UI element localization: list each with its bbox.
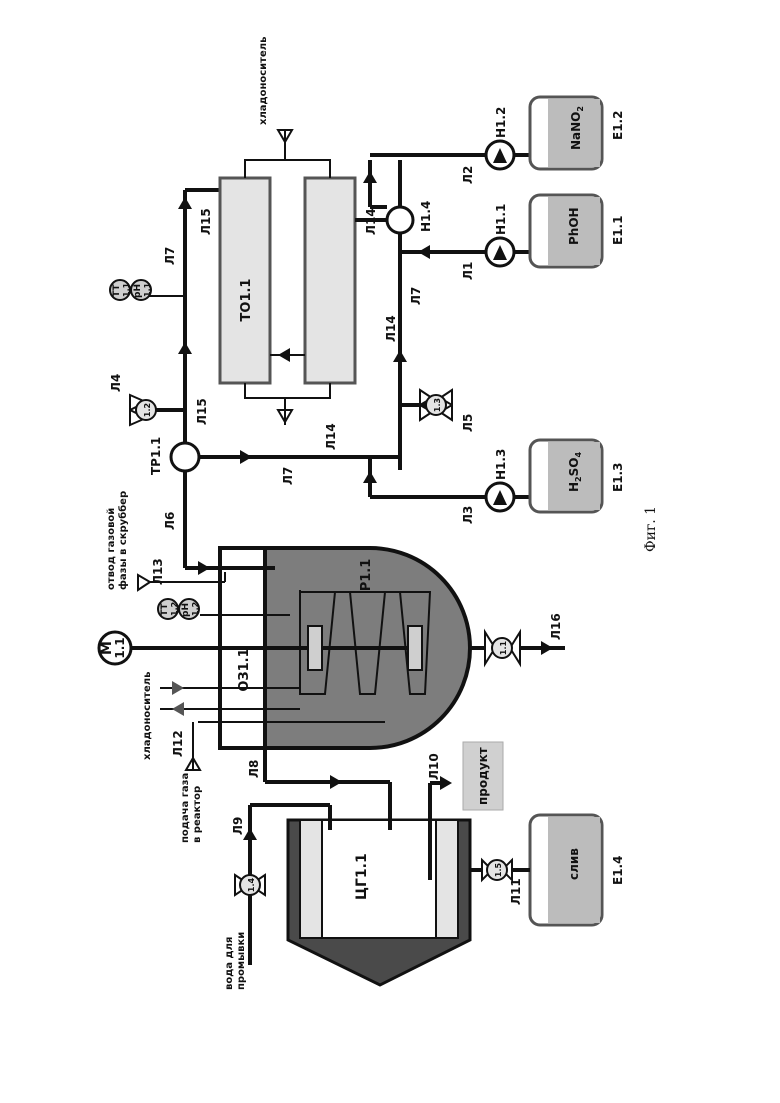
tank-e13-content: H2SO4 (567, 452, 583, 492)
coolant-out-arrow (172, 702, 184, 716)
agitator-blade (308, 626, 322, 670)
line-label-l14-bottom: Л14 (324, 423, 338, 450)
wash-label-line1: вода для (224, 937, 235, 990)
line-label-l7-mid: Л7 (281, 467, 295, 485)
pump-h14-label: Н1.4 (419, 201, 433, 232)
tt-number: 1.2 (170, 602, 179, 616)
line-label-l14-top: Л14 (364, 208, 378, 235)
tank-e11-id: Е1.1 (611, 216, 625, 245)
tank-e12-content: NaNO2 (569, 106, 585, 150)
line-label-l8: Л8 (247, 760, 261, 778)
coolant-label-reactor: хладоноситель (142, 672, 153, 760)
tank-e11 (530, 195, 602, 267)
centrifuge-label: ЦГ1.1 (354, 853, 370, 900)
ph-number: 1.1 (143, 282, 152, 297)
instrument-tt-ph-12: TT 1.2 pH 1.2 (158, 599, 200, 619)
tt-number: 1.1 (122, 282, 131, 297)
line-label-l3: Л3 (461, 506, 475, 524)
tee-label: ТР1.1 (149, 437, 163, 475)
tank-e13-id: Е1.3 (611, 463, 625, 492)
valve-14-label: 1.4 (247, 877, 256, 892)
line-label-l15-top: Л15 (199, 208, 213, 235)
pump-h11 (486, 238, 514, 266)
pump-h13-label: Н1.3 (494, 449, 508, 480)
arrow-l14-up (393, 350, 407, 362)
valve-12: 1.2 (130, 395, 185, 425)
arrow-l10 (440, 776, 452, 790)
arrow-l9 (243, 828, 257, 840)
pump-h12 (486, 141, 514, 169)
line-label-l12: Л12 (171, 730, 185, 757)
tank-e14-id: Е1.4 (611, 856, 625, 885)
tank-e11-content: PhOH (567, 207, 581, 245)
line-label-l1: Л1 (461, 262, 475, 280)
ph-number: 1.2 (191, 602, 200, 616)
line-label-l5: Л5 (461, 414, 475, 432)
tank-e12 (530, 97, 602, 169)
valve-15: 1.5 (482, 860, 512, 880)
pump-h14 (387, 207, 413, 233)
product-label: продукт (476, 747, 490, 805)
pump-h13 (486, 483, 514, 511)
gas-out-label-line1: отвод газовой (106, 508, 117, 590)
line-label-l15-bottom: Л15 (195, 398, 209, 425)
line-label-l7-top: Л7 (163, 247, 177, 265)
line-label-l6: Л6 (163, 512, 177, 530)
tank-e14-content: слив (567, 848, 581, 880)
line-label-l16: Л16 (549, 613, 563, 640)
arrow-l1 (418, 245, 430, 259)
arrow-l2 (363, 171, 377, 183)
reactor-inlet-arrow (198, 561, 210, 575)
jacket-label: ОЗ1.1 (237, 648, 252, 691)
wash-label-line2: промывки (236, 932, 247, 990)
arrow-to-hx (178, 197, 192, 209)
ph-label: pH (181, 603, 191, 617)
coolant-in-arrow (172, 681, 184, 695)
tt-label: TT (160, 603, 170, 616)
tee-tr11 (171, 443, 199, 471)
gas-in-label-line2: в реактор (192, 786, 203, 843)
tank-e14 (530, 815, 602, 925)
line-label-l9: Л9 (231, 817, 245, 835)
pump-h11-label: Н1.1 (494, 204, 508, 235)
heat-exchanger (220, 130, 355, 425)
line-label-l7-bottom: Л7 (409, 287, 423, 305)
coolant-label-top: хладоноситель (258, 37, 269, 125)
instrument-tt-ph-11: TT 1.1 pH 1.1 (110, 280, 152, 300)
valve-15-label: 1.5 (494, 862, 503, 877)
arrow-l15-up (178, 342, 192, 354)
figure-caption: Фиг. 1 (643, 506, 659, 552)
arrow-l8 (330, 775, 342, 789)
tank-e13 (530, 440, 602, 512)
line-label-l11: Л11 (509, 878, 523, 905)
line-label-l13: Л13 (151, 558, 165, 585)
motor-id: 1.1 (113, 637, 127, 658)
valve-13: 1.3 (400, 390, 452, 420)
gas-out-label-line2: фазы в скруббер (117, 491, 129, 590)
arrow-l3 (363, 471, 377, 483)
arrow-l7-down (240, 450, 252, 464)
line-label-l2: Л2 (461, 166, 475, 184)
hx-label: ТО1.1 (239, 279, 254, 322)
valve-11-label: 1.1 (499, 640, 508, 655)
pump-h12-label: Н1.2 (494, 107, 508, 138)
valve-12-label: 1.2 (143, 403, 152, 417)
motor-m11: М 1.1 (99, 632, 131, 664)
valve-14: 1.4 (235, 875, 265, 895)
tank-e12-id: Е1.2 (611, 111, 625, 140)
line-label-l10: Л10 (427, 753, 441, 780)
ph-label: pH (133, 284, 143, 298)
line-label-l4: Л4 (109, 374, 123, 392)
bottom-outlet-arrow (541, 641, 553, 655)
gas-in-label-line1: подача газа (180, 773, 191, 843)
centrifuge (288, 820, 470, 985)
agitator-blade (408, 626, 422, 670)
reactor-label: Р1.1 (359, 559, 374, 592)
valve-13-label: 1.3 (433, 398, 442, 412)
gas-outlet-triangle (138, 575, 150, 590)
tt-label: TT (112, 284, 122, 297)
valve-11: 1.1 (482, 632, 522, 670)
line-label-l14-mid: Л14 (384, 315, 398, 342)
